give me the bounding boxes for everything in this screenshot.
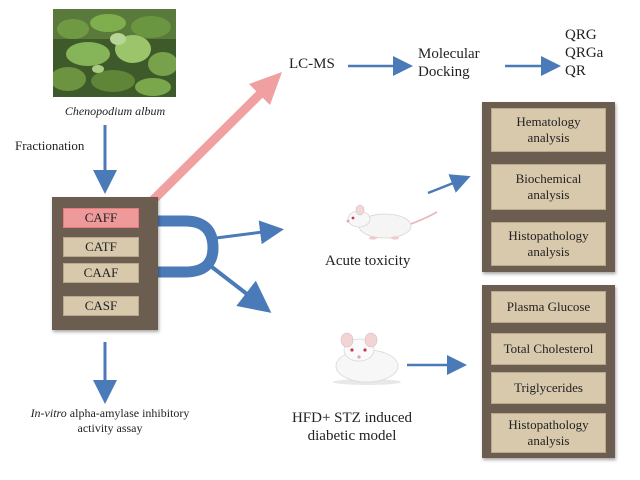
analysis-cell: Biochemical analysis	[491, 164, 606, 210]
plant-name: Chenopodium album	[64, 104, 166, 118]
docking-label: Molecular Docking	[418, 45, 480, 81]
plant-photo	[53, 9, 176, 97]
u-connector	[140, 215, 219, 278]
fraction-casf: CASF	[63, 296, 139, 316]
fraction-catf: CATF	[63, 237, 139, 257]
analysis-cell: Histopathology analysis	[491, 413, 606, 453]
docking-line2: Docking	[418, 64, 470, 80]
fraction-caaf: CAAF	[63, 263, 139, 283]
analysis-cell: Triglycerides	[491, 372, 606, 404]
assay-label: In-vitro alpha-amylase inhibitory activi…	[10, 406, 210, 436]
analysis-line1: Biochemical	[515, 171, 582, 186]
diabetic-line1: HFD+ STZ induced	[291, 410, 413, 426]
analysis-line1: Triglycerides	[514, 380, 583, 395]
analysis-line1: Total Cholesterol	[503, 341, 594, 356]
compound-item: QRG	[565, 27, 597, 43]
analysis-cell: Total Cholesterol	[491, 333, 606, 365]
compound-item: QRGa	[565, 45, 604, 61]
diabetic-line2: diabetic model	[307, 428, 397, 444]
analysis-line1: Plasma Glucose	[506, 299, 591, 314]
assay-line1: alpha-amylase inhibitory	[66, 406, 190, 420]
analysis-cell: Histopathology analysis	[491, 222, 606, 266]
analysis-line2: analysis	[527, 244, 570, 259]
analysis-line1: Histopathology	[508, 228, 589, 243]
mouse-icon	[343, 198, 439, 247]
fraction-panel: CAFF CATF CAAF CASF	[52, 197, 158, 330]
compound-item: QR	[565, 63, 586, 79]
caff-to-lcms-arrow	[134, 72, 282, 219]
rat-icon	[327, 330, 405, 391]
acute-toxicity-label: Acute toxicity	[325, 253, 411, 269]
to-acute-toxicity-arrow	[215, 220, 284, 245]
diabetic-model-label: HFD+ STZ induced diabetic model	[262, 409, 442, 445]
assay-line2: activity assay	[77, 421, 143, 435]
diabetic-analyses-panel: Plasma Glucose Total Cholesterol Triglyc…	[482, 285, 615, 458]
analysis-cell: Hematology analysis	[491, 108, 606, 152]
toxicity-analyses-panel: Hematology analysis Biochemical analysis…	[482, 102, 615, 272]
analysis-cell: Plasma Glucose	[491, 291, 606, 323]
compound-list: QRG QRGa QR	[565, 26, 603, 80]
analysis-line1: Histopathology	[508, 417, 589, 432]
to-toxicity-analyses-arrow	[427, 174, 471, 195]
fraction-caff: CAFF	[63, 208, 139, 228]
fractionation-label: Fractionation	[15, 138, 85, 153]
analysis-line2: analysis	[527, 433, 570, 448]
assay-prefix: In-vitro	[30, 406, 67, 420]
analysis-line1: Hematology	[516, 114, 581, 129]
analysis-line2: analysis	[527, 187, 570, 202]
lcms-label: LC-MS	[289, 56, 335, 72]
to-diabetic-arrow	[206, 262, 272, 313]
analysis-line2: analysis	[527, 130, 570, 145]
docking-line1: Molecular	[418, 46, 480, 62]
